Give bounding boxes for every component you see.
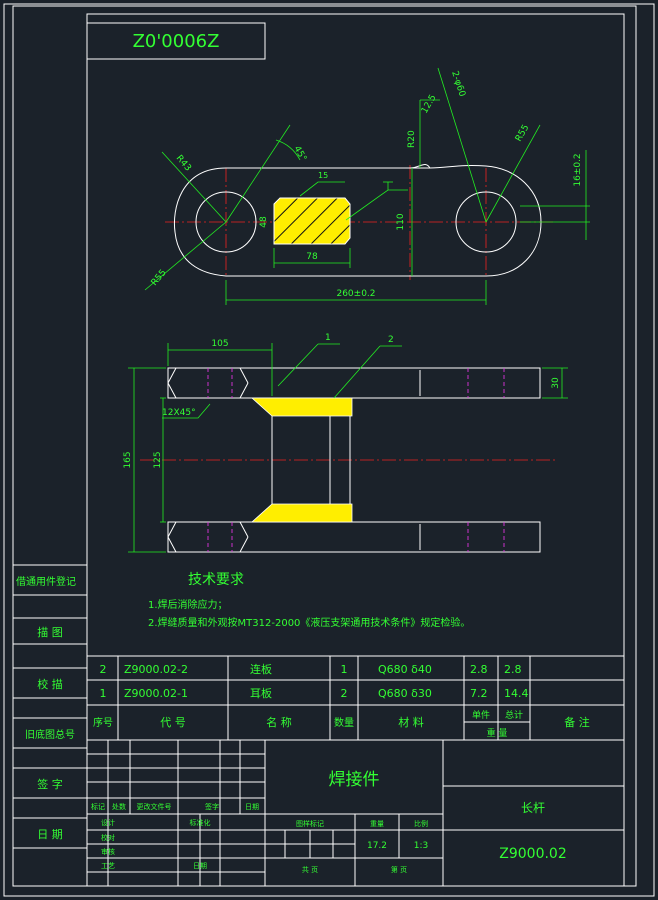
tb-process: 工艺 — [101, 862, 115, 870]
tb-design: 设计 — [101, 818, 115, 827]
bom-header-weight: 重 量 — [487, 727, 508, 739]
tb-part-name: 焊接件 — [329, 770, 380, 790]
dim-r43: R43 — [174, 154, 193, 174]
bom-row1-qty: 2 — [341, 687, 348, 700]
tb-change-doc: 更改文件号 — [137, 802, 172, 811]
bom-header-no: 序号 — [93, 716, 113, 729]
bill-of-materials: 2 Z9000.02-2 连板 1 Q680 δ40 2.8 2.8 1 Z90… — [87, 655, 624, 741]
weld-15: 15 — [318, 171, 328, 180]
outer-frame — [3, 3, 655, 897]
dim-165: 165 — [123, 451, 133, 468]
tb-review: 审核 — [101, 847, 115, 856]
dim-105: 105 — [211, 339, 228, 349]
dim-holes: 2-φ60 — [449, 70, 467, 98]
part-label-2: 2 — [388, 335, 394, 345]
part-label-1: 1 — [325, 333, 331, 343]
bom-header-name: 名 称 — [266, 715, 292, 729]
tech-line-2: 2.焊缝质量和外观按MT312-2000《液压支架通用技术条件》规定检验。 — [148, 616, 470, 629]
dim-r125: 12.5 — [420, 93, 439, 115]
weld-bottom — [250, 503, 353, 523]
weld-section — [273, 197, 351, 245]
tb-check: 校对 — [101, 833, 115, 842]
code-box — [86, 22, 266, 60]
tb-weight: 17.2 — [367, 841, 387, 851]
tb-assembly: 长杆 — [521, 801, 545, 815]
eye-plate-outline — [173, 164, 542, 277]
bom-row1-no: 1 — [100, 687, 107, 700]
mirrored-drawing-code: Z0'0006Z — [133, 31, 220, 52]
left-strip: 借通用件登记 描 图 校 描 旧底图总号 签 字 日 期 — [12, 564, 88, 887]
bom-row2-qty: 1 — [341, 663, 348, 676]
dim-48: 48 — [259, 216, 269, 228]
tb-drawing-no: Z9000.02 — [499, 846, 566, 862]
tb-scale-header: 比例 — [414, 819, 428, 828]
drawing-border — [86, 13, 625, 887]
strip-old-drawing-no: 旧底图总号 — [25, 728, 75, 741]
dim-r20: R20 — [407, 130, 417, 148]
bom-header-remark: 备 注 — [564, 715, 590, 729]
bom-row1-code: Z9000.02-1 — [124, 687, 188, 700]
dim-thk: 16±0.2 — [573, 153, 583, 186]
bom-header-material: 材 料 — [398, 715, 424, 729]
dim-125: 125 — [153, 451, 163, 468]
ear-plate-bottom — [167, 521, 541, 553]
strip-signature: 签 字 — [37, 777, 63, 791]
bom-header-code: 代 号 — [160, 716, 186, 729]
tb-mark: 标记 — [91, 802, 105, 811]
tb-total-sheets: 共 页 — [302, 865, 318, 874]
dim-r55-right: R55 — [514, 123, 532, 143]
title-block: 标记 处数 更改文件号 签字 日期 设计 校对 审核 工艺 标准化 日期 焊接件… — [86, 739, 625, 887]
tb-date: 日期 — [245, 803, 259, 811]
tb-date2: 日期 — [193, 862, 207, 870]
tb-sign: 签字 — [205, 802, 219, 811]
ear-plate-top — [167, 367, 541, 399]
bom-row2-total-wt: 2.8 — [504, 663, 522, 676]
top-view: 78 48 110 260±0.2 16±0.2 R43 R55 45° R20… — [144, 67, 590, 305]
bom-row2-material: Q680 δ40 — [378, 663, 432, 676]
bom-header-total: 总计 — [505, 709, 523, 721]
bom-row2-no: 2 — [100, 663, 107, 676]
strip-trace: 描 图 — [37, 625, 63, 639]
tb-standardize: 标准化 — [190, 818, 211, 827]
tech-line-1: 1.焊后消除应力； — [148, 598, 228, 611]
tb-scale: 1:3 — [414, 841, 428, 851]
strip-check-trace: 校 描 — [37, 677, 63, 691]
bom-row1-unit-wt: 7.2 — [470, 687, 488, 700]
bom-header-qty: 数量 — [334, 716, 354, 729]
dim-260: 260±0.2 — [336, 289, 375, 299]
tb-weight-header: 重量 — [370, 820, 384, 828]
tb-sheet: 第 页 — [391, 865, 407, 874]
strip-date: 日 期 — [37, 828, 63, 841]
right-bore — [455, 191, 517, 253]
strip-borrow-register: 借通用件登记 — [16, 575, 76, 588]
tech-title: 技术要求 — [188, 572, 244, 588]
dim-78: 78 — [306, 252, 318, 262]
dim-30: 30 — [551, 377, 561, 389]
tb-stage: 图样标记 — [296, 819, 324, 828]
bom-header-unit: 单件 — [472, 709, 490, 721]
weld-top — [250, 397, 353, 417]
dim-angle45: 45° — [291, 145, 308, 164]
dim-r55-left: R55 — [150, 268, 169, 288]
bom-row2-name: 连板 — [250, 662, 272, 676]
left-bore — [195, 191, 257, 253]
front-view: 105 1 2 12X45° 165 125 30 — [123, 333, 568, 553]
bom-row2-code: Z9000.02-2 — [124, 663, 188, 676]
notch — [409, 163, 431, 169]
tb-count: 处数 — [112, 802, 126, 811]
dim-chamfer: 12X45° — [162, 408, 196, 418]
bom-row2-unit-wt: 2.8 — [470, 663, 488, 676]
bom-row1-total-wt: 14.4 — [504, 687, 529, 700]
bom-row1-name: 耳板 — [250, 686, 272, 700]
bom-row1-material: Q680 δ30 — [378, 687, 432, 700]
dim-110: 110 — [396, 213, 406, 230]
